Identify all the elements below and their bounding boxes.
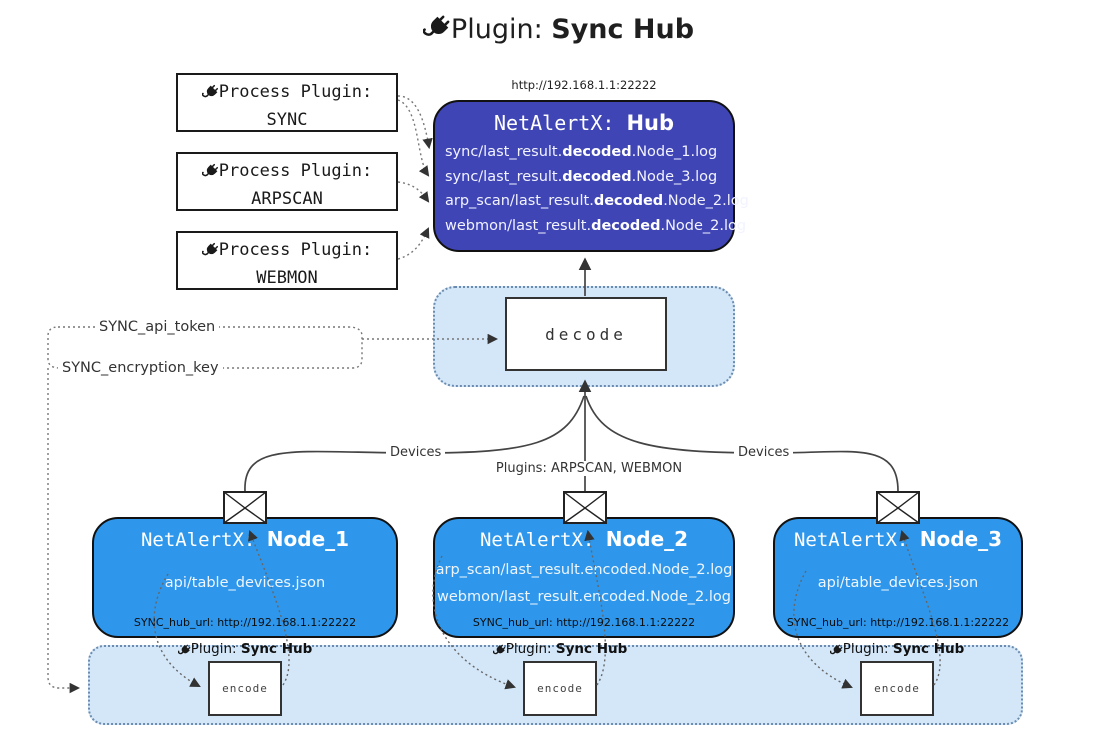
encode-box-3: encode	[860, 661, 934, 716]
encoder-plugin-label: Plugin: Sync Hub	[475, 641, 645, 661]
hub-log-list: sync/last_result.decoded.Node_1.log sync…	[435, 140, 749, 238]
sync-api-token-label: SYNC_api_token	[95, 319, 220, 335]
title-prefix: Plugin:	[450, 14, 552, 45]
process-plugin-label: Process Plugin:	[218, 82, 373, 102]
node1-box: NetAlertX: Node_1 api/table_devices.json…	[92, 517, 398, 638]
hub-log-line: sync/last_result.decoded.Node_3.log	[445, 168, 718, 185]
plug-icon	[492, 644, 506, 661]
node3-box: NetAlertX: Node_3 api/table_devices.json…	[773, 517, 1023, 638]
plug-icon	[829, 644, 843, 661]
envelope-icon	[563, 491, 607, 529]
edge-label-devices-left: Devices	[386, 445, 446, 460]
node2-box: NetAlertX: Node_2 arp_scan/last_result.e…	[433, 517, 735, 638]
decode-box: decode	[505, 297, 667, 371]
sync-encryption-key-label: SYNC_encryption_key	[58, 360, 223, 376]
hub-url-label: http://192.168.1.1:22222	[511, 78, 657, 92]
plug-icon	[201, 242, 219, 266]
edge-webmon-to-log4	[397, 227, 430, 260]
plug-icon	[201, 163, 219, 187]
process-plugin-box-sync: Process Plugin: SYNC	[176, 73, 398, 132]
process-plugin-box-arpscan: Process Plugin: ARPSCAN	[176, 152, 398, 211]
node3-title: NetAlertX: Node_3	[793, 527, 1003, 551]
hub-log-line: sync/last_result.decoded.Node_1.log	[445, 144, 718, 160]
hub-log-line: webmon/last_result.decoded.Node_2.log	[445, 217, 747, 234]
hub-title-name: Hub	[626, 111, 674, 135]
node1-title: NetAlertX: Node_1	[140, 527, 350, 551]
title-name: Sync Hub	[551, 14, 695, 45]
edge-sync-to-log1	[397, 95, 433, 150]
node3-hub-url: SYNC_hub_url: http://192.168.1.1:22222	[786, 616, 1010, 629]
edge-label-devices-right: Devices	[734, 445, 794, 460]
plug-icon	[422, 14, 451, 49]
process-plugin-label: Process Plugin:	[218, 161, 373, 181]
edge-label-plugins: Plugins: ARPSCAN, WEBMON	[485, 461, 693, 476]
edge-node1-to-decode	[244, 395, 585, 492]
encoder-plugin-label: Plugin: Sync Hub	[160, 641, 330, 661]
encode-box-2: encode	[523, 661, 597, 716]
hub-title-prefix: NetAlertX:	[493, 111, 627, 135]
process-plugin-name: WEBMON	[256, 268, 318, 288]
encoder-plugin-label: Plugin: Sync Hub	[812, 641, 982, 661]
node1-hub-url: SYNC_hub_url: http://192.168.1.1:22222	[133, 616, 357, 629]
process-plugin-label: Process Plugin:	[218, 240, 373, 260]
process-plugin-name: SYNC	[266, 110, 308, 130]
plug-icon	[201, 84, 219, 108]
encode-box-1: encode	[208, 661, 282, 716]
process-plugin-box-webmon: Process Plugin: WEBMON	[176, 231, 398, 290]
process-plugin-name: ARPSCAN	[251, 189, 323, 209]
hub-box: NetAlertX: Hub sync/last_result.decoded.…	[433, 100, 749, 252]
node1-files: api/table_devices.json	[164, 575, 326, 591]
hub-title: NetAlertX: Hub	[435, 111, 733, 135]
page-title: Plugin: Sync Hub	[0, 14, 1117, 49]
edge-arpscan-to-log3	[397, 181, 430, 203]
node2-hub-url: SYNC_hub_url: http://192.168.1.1:22222	[472, 616, 696, 629]
hub-log-line: arp_scan/last_result.decoded.Node_2.log	[445, 193, 749, 209]
plug-icon	[177, 644, 191, 661]
envelope-icon	[223, 491, 267, 529]
edge-sync-to-log2	[397, 99, 430, 177]
edge-token-to-encoders	[47, 368, 81, 694]
edge-node3-to-decode	[585, 395, 899, 492]
envelope-icon	[876, 491, 920, 529]
node3-files: api/table_devices.json	[817, 575, 979, 591]
node2-title: NetAlertX: Node_2	[479, 527, 689, 551]
